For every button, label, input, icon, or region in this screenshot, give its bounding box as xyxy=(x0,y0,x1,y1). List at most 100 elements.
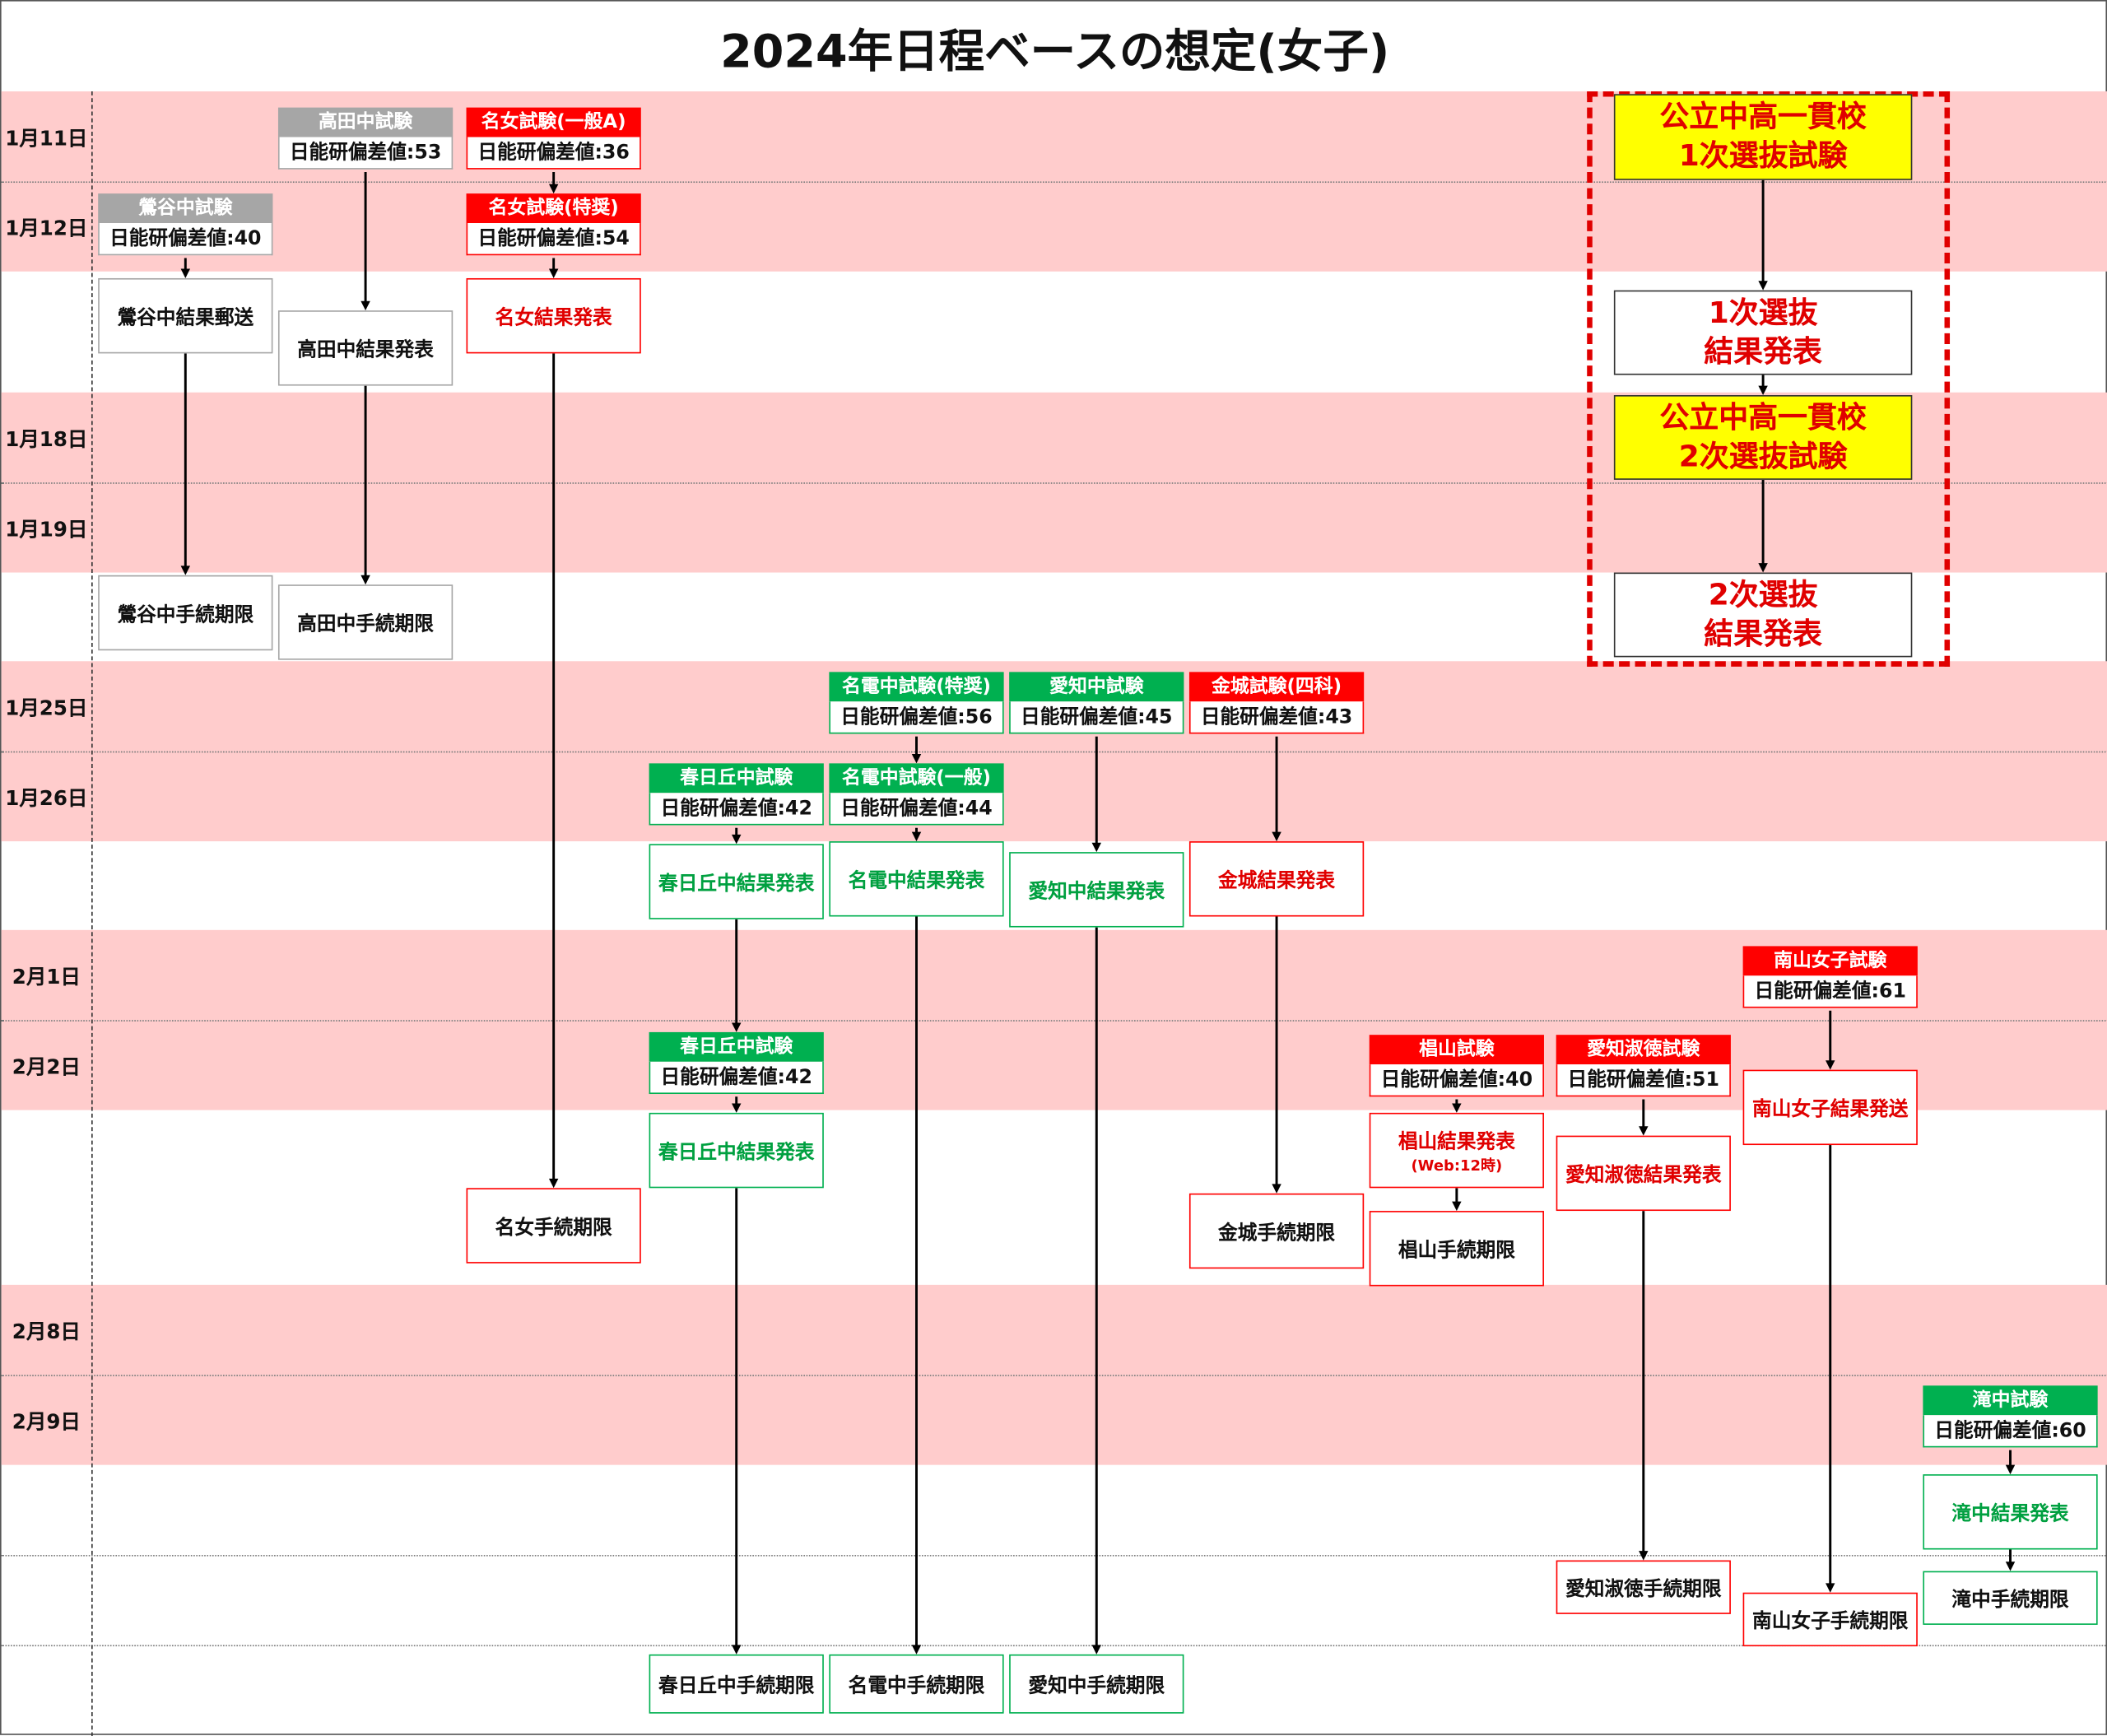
result-text: 鶯谷中手続期限 xyxy=(117,603,254,626)
flow-arrow xyxy=(360,385,370,585)
result-box: 南山女子手続期限 xyxy=(1742,1592,1918,1647)
result-text: 滝中結果発表 xyxy=(1951,1503,2069,1525)
exam-box: 高田中試験日能研偏差値:53 xyxy=(277,107,453,170)
exam-box: 春日丘中試験日能研偏差値:42 xyxy=(649,763,824,826)
exam-box: 名女試験(特奨)日能研偏差値:54 xyxy=(466,193,641,256)
exam-deviation: 日能研偏差値:44 xyxy=(829,793,1004,826)
result-box: 南山女子結果発送 xyxy=(1742,1069,1918,1146)
result-box: 愛知淑徳結果発表 xyxy=(1556,1135,1731,1212)
row-band xyxy=(1,482,2107,573)
result-box: 金城手続期限 xyxy=(1188,1193,1365,1269)
result-box: 鶯谷中結果郵送 xyxy=(98,277,273,354)
exam-name: 高田中試験 xyxy=(277,107,453,137)
exam-name: 南山女子試験 xyxy=(1742,946,1918,976)
flow-arrow xyxy=(911,736,922,764)
result-box: 高田中結果発表 xyxy=(277,310,453,386)
result-box: 椙山結果発表 (Web:12時) xyxy=(1369,1112,1544,1189)
flow-arrow xyxy=(548,258,559,278)
exam-deviation: 日能研偏差値:43 xyxy=(1188,701,1365,734)
exam-deviation: 日能研偏差値:42 xyxy=(649,793,824,826)
flow-arrow xyxy=(732,1096,742,1113)
flow-arrow xyxy=(180,353,191,575)
result-text: 名女結果発表 xyxy=(495,307,612,329)
date-label: 1月18日 xyxy=(5,426,88,451)
result-box: 椙山手続期限 xyxy=(1369,1211,1544,1287)
exam-deviation: 日能研偏差値:51 xyxy=(1556,1064,1731,1097)
flow-arrow xyxy=(548,353,559,1189)
flow-arrow xyxy=(1639,1099,1649,1136)
row-divider xyxy=(1,482,2107,484)
exam-box: 春日丘中試験日能研偏差値:42 xyxy=(649,1031,824,1095)
flow-arrow xyxy=(1758,479,1768,573)
result-text: 金城手続期限 xyxy=(1218,1222,1336,1245)
date-label: 1月26日 xyxy=(5,785,88,810)
row-divider xyxy=(1,751,2107,753)
flow-arrow xyxy=(548,171,559,194)
flow-arrow xyxy=(1452,1188,1462,1212)
result-text: 高田中手続期限 xyxy=(297,613,434,635)
flow-arrow xyxy=(1826,1145,1835,1593)
row-divider xyxy=(1,181,2107,184)
result-text: 春日丘中結果発表 xyxy=(658,873,815,895)
result-box: 春日丘中結果発表 xyxy=(649,1112,824,1189)
date-label: 1月11日 xyxy=(5,125,88,151)
result-text: 名女手続期限 xyxy=(495,1217,612,1239)
result-box: 春日丘中結果発表 xyxy=(649,844,824,919)
result-text: 鶯谷中結果郵送 xyxy=(117,307,254,329)
exam-box: 愛知中試験日能研偏差値:45 xyxy=(1009,672,1184,734)
exam-name: 名女試験(特奨) xyxy=(466,193,641,224)
date-label: 2月9日 xyxy=(12,1408,81,1434)
result-box: 滝中結果発表 xyxy=(1923,1474,2098,1550)
row-divider xyxy=(1,1375,2107,1376)
flow-arrow xyxy=(1639,1211,1649,1561)
result-text: 金城結果発表 xyxy=(1218,870,1336,892)
result-box: 金城結果発表 xyxy=(1188,841,1365,917)
date-label: 1月25日 xyxy=(5,695,88,720)
date-label: 1月19日 xyxy=(5,516,88,542)
result-text: 名電中手続期限 xyxy=(848,1675,985,1697)
result-box: 滝中手続期限 xyxy=(1923,1571,2098,1625)
exam-deviation: 日能研偏差値:54 xyxy=(466,223,641,256)
result-subtext: (Web:12時) xyxy=(1411,1156,1503,1175)
exam-deviation: 日能研偏差値:53 xyxy=(277,137,453,170)
result-text: 愛知中手続期限 xyxy=(1028,1675,1165,1697)
exam-box: 金城試験(四科)日能研偏差値:43 xyxy=(1188,672,1365,734)
result-box: 名電中結果発表 xyxy=(829,841,1004,917)
result-text: 高田中結果発表 xyxy=(297,339,434,361)
result-box: 名電中手続期限 xyxy=(829,1654,1004,1714)
date-label: 2月1日 xyxy=(12,964,81,989)
public-school-box: 2次選抜 結果発表 xyxy=(1613,572,1913,658)
row-band xyxy=(1,1284,2107,1375)
flow-arrow xyxy=(1091,736,1101,853)
flow-arrow xyxy=(732,919,742,1032)
exam-name: 名電中試験(特奨) xyxy=(829,672,1004,702)
flow-arrow xyxy=(2005,1450,2016,1475)
row-band xyxy=(1,1375,2107,1465)
exam-deviation: 日能研偏差値:36 xyxy=(466,137,641,170)
flow-arrow xyxy=(732,827,742,845)
result-box: 名女手続期限 xyxy=(466,1188,641,1264)
result-text: 椙山結果発表 xyxy=(1398,1130,1515,1153)
exam-box: 南山女子試験日能研偏差値:61 xyxy=(1742,946,1918,1008)
row-divider xyxy=(1,1020,2107,1022)
exam-name: 金城試験(四科) xyxy=(1188,672,1365,702)
exam-deviation: 日能研偏差値:61 xyxy=(1742,975,1918,1008)
exam-box: 滝中試験日能研偏差値:60 xyxy=(1923,1385,2098,1448)
exam-name: 椙山試験 xyxy=(1369,1035,1544,1065)
date-label: 2月2日 xyxy=(12,1054,81,1079)
exam-name: 春日丘中試験 xyxy=(649,763,824,794)
row-band xyxy=(1,751,2107,842)
result-box: 高田中手続期限 xyxy=(277,584,453,660)
exam-box: 鶯谷中試験日能研偏差値:40 xyxy=(98,193,273,256)
result-text: 愛知淑徳手続期限 xyxy=(1565,1578,1722,1600)
result-text: 椙山手続期限 xyxy=(1398,1240,1515,1262)
date-column-divider xyxy=(91,91,93,1736)
flow-arrow xyxy=(911,916,922,1655)
exam-deviation: 日能研偏差値:60 xyxy=(1923,1415,2098,1448)
exam-deviation: 日能研偏差値:56 xyxy=(829,701,1004,734)
row-divider xyxy=(1,1645,2107,1647)
row-band xyxy=(1,181,2107,272)
exam-name: 愛知中試験 xyxy=(1009,672,1184,702)
result-text: 愛知中結果発表 xyxy=(1028,881,1165,903)
